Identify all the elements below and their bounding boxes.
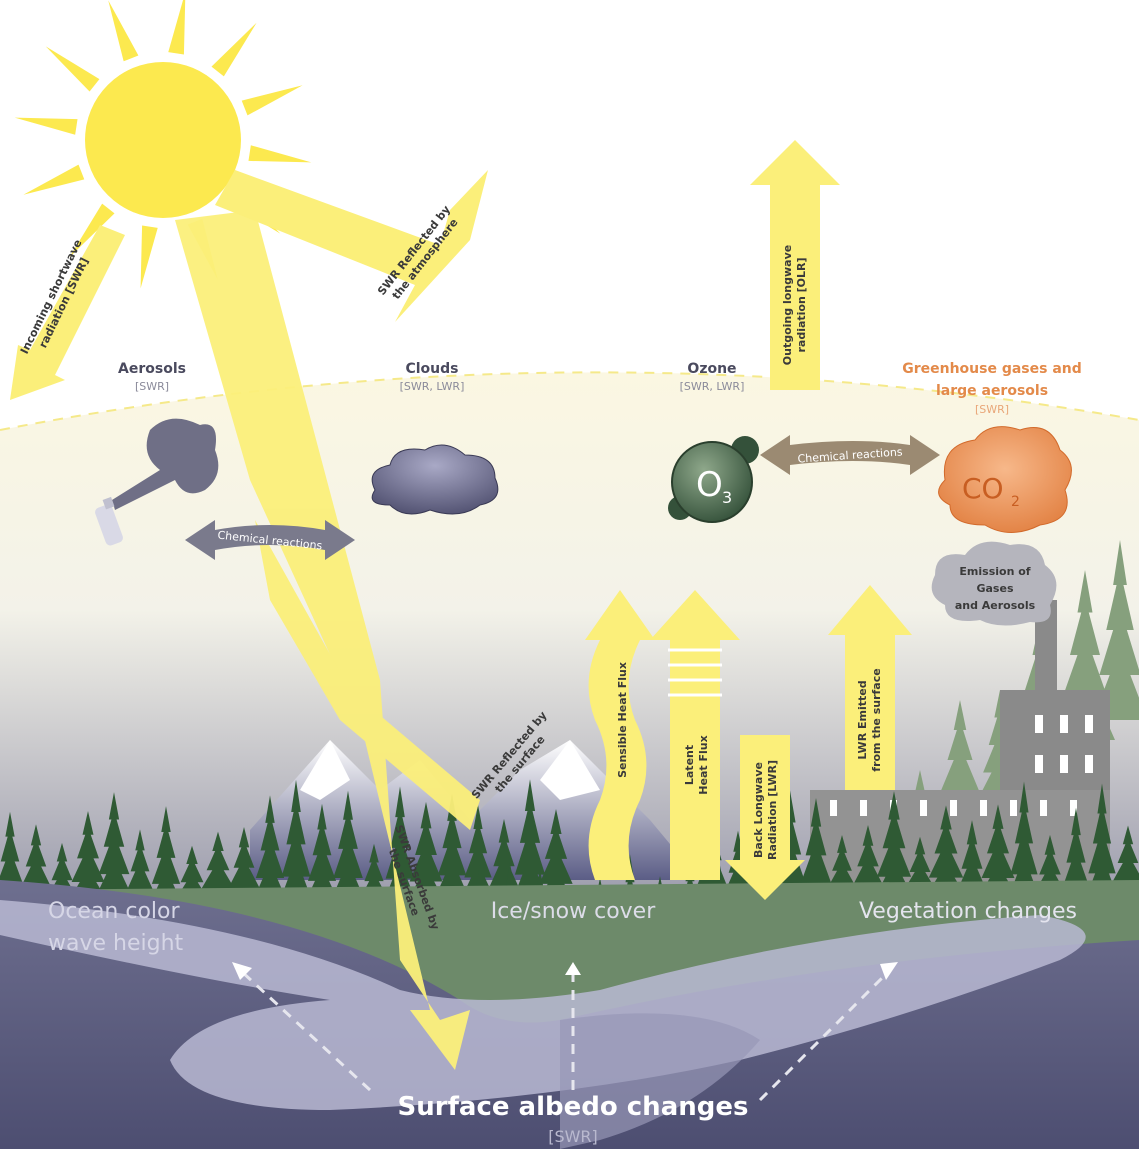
sun-ray — [168, 0, 185, 55]
sun-ray — [15, 118, 78, 135]
factory-window — [1040, 800, 1047, 816]
greenhouse-title-line2: large aerosols — [936, 383, 1048, 399]
sun-ray — [211, 23, 256, 77]
factory-window — [1060, 715, 1068, 733]
ozone-symbol: O — [696, 465, 723, 505]
ozone-subscript: 3 — [722, 488, 732, 507]
lwr-emitted-label: LWR Emitted from the surface — [856, 668, 883, 771]
ocean-label-line1: Ocean color — [48, 899, 180, 924]
emission-line3: and Aerosols — [955, 599, 1036, 612]
lwr-emitted-line1: LWR Emitted — [856, 680, 869, 759]
greenhouse-radiation: [SWR] — [975, 403, 1009, 416]
factory-window — [1085, 715, 1093, 733]
co2-subscript: 2 — [1011, 494, 1020, 510]
ozone-title: Ozone — [687, 361, 736, 377]
clouds-title: Clouds — [405, 361, 458, 377]
factory-window — [1010, 800, 1017, 816]
back-lwr-line2: Radiation [LWR] — [766, 760, 779, 860]
latent-heat-line1: Latent — [683, 745, 696, 785]
sun-ray — [23, 165, 84, 195]
emission-line2: Gases — [976, 582, 1013, 595]
aerosols-title: Aerosols — [118, 361, 186, 377]
sensible-heat-text: Sensible Heat Flux — [616, 662, 629, 778]
ozone-radiation: [SWR, LWR] — [680, 380, 745, 393]
back-lwr-label: Back Longwave Radiation [LWR] — [752, 760, 779, 860]
sun-ray — [108, 0, 138, 61]
ocean-label-line2: wave height — [48, 931, 184, 956]
factory-window — [860, 800, 867, 816]
sun — [15, 0, 312, 288]
factory-window — [1060, 755, 1068, 773]
albedo-title: Surface albedo changes — [398, 1092, 749, 1122]
sensible-heat-label: Sensible Heat Flux — [616, 662, 629, 778]
aerosols-radiation: [SWR] — [135, 380, 169, 393]
outgoing-lwr-line1: Outgoing longwave — [781, 245, 794, 365]
factory-window — [980, 800, 987, 816]
factory-window — [920, 800, 927, 816]
sun-ray — [248, 145, 311, 162]
sun-ray — [141, 225, 158, 288]
co2-symbol: CO — [962, 472, 1004, 505]
greenhouse-title-line1: Greenhouse gases and — [902, 361, 1082, 377]
lwr-emitted-line2: from the surface — [870, 668, 883, 771]
clouds-radiation: [SWR, LWR] — [400, 380, 465, 393]
outgoing-lwr-label: Outgoing longwave radiation [OLR] — [781, 245, 808, 365]
factory-window — [1035, 755, 1043, 773]
aerosols-label: Aerosols [SWR] — [118, 361, 186, 393]
sun-ray — [242, 85, 303, 115]
latent-heat-line2: Heat Flux — [697, 735, 710, 794]
vegetation-label: Vegetation changes — [859, 899, 1077, 924]
factory-window — [1035, 715, 1043, 733]
factory-window — [950, 800, 957, 816]
ice-label: Ice/snow cover — [491, 899, 656, 924]
factory-window — [1085, 755, 1093, 773]
albedo-radiation: [SWR] — [548, 1127, 598, 1146]
emission-line1: Emission of — [959, 565, 1030, 578]
sun-ray — [46, 46, 100, 91]
back-lwr-line1: Back Longwave — [752, 762, 765, 858]
factory-window — [830, 800, 837, 816]
outgoing-lwr-line2: radiation [OLR] — [795, 257, 808, 352]
